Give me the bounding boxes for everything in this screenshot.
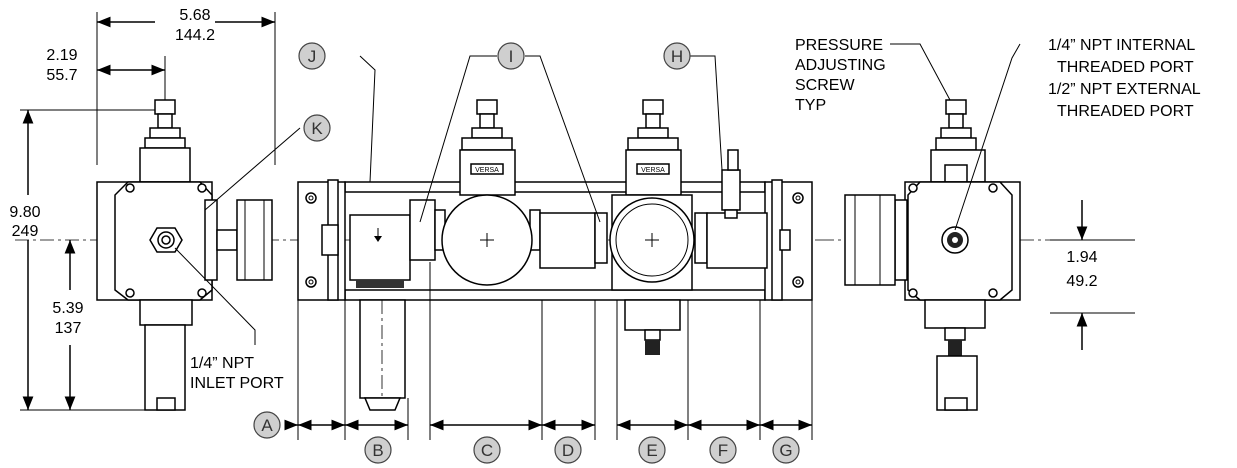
callout-b: B: [364, 436, 392, 464]
lower-height-in: 5.39: [52, 300, 83, 317]
svg-text:B: B: [372, 441, 383, 460]
overall-width-in: 5.68: [179, 7, 210, 24]
svg-text:A: A: [261, 416, 273, 435]
svg-text:G: G: [779, 441, 792, 460]
callout-e: E: [638, 436, 666, 464]
callout-d: D: [554, 436, 582, 464]
port-note-line1: 1/4” NPT INTERNAL: [1048, 37, 1195, 54]
adjusting-screw-line2: ADJUSTING: [795, 57, 886, 74]
lower-height-mm: 137: [55, 320, 82, 337]
callout-c: C: [473, 436, 501, 464]
front-view: VERSA VERSA: [284, 55, 820, 440]
port-height-mm: 49.2: [1066, 273, 1097, 290]
port-note-line3: 1/2” NPT EXTERNAL: [1048, 81, 1201, 98]
port-note-line4: THREADED PORT: [1057, 103, 1194, 120]
inlet-offset-in: 2.19: [46, 47, 77, 64]
svg-text:J: J: [308, 47, 317, 66]
brand-label-1: VERSA: [475, 167, 499, 174]
adjusting-screw-line4: TYP: [795, 97, 826, 114]
height-in: 9.80: [9, 204, 40, 221]
left-side-view: [15, 12, 301, 411]
right-side-view: [820, 43, 1135, 411]
callout-g: G: [772, 436, 800, 464]
port-height-in: 1.94: [1066, 249, 1097, 266]
inlet-port-note-line2: INLET PORT: [190, 375, 284, 392]
adjusting-screw-line1: PRESSURE: [795, 37, 883, 54]
svg-text:E: E: [646, 441, 657, 460]
overall-width-mm: 144.2: [175, 27, 215, 44]
svg-text:I: I: [509, 47, 514, 66]
inlet-offset-mm: 55.7: [46, 67, 77, 84]
svg-text:D: D: [562, 441, 574, 460]
svg-text:F: F: [718, 441, 728, 460]
inlet-port-note-line1: 1/4” NPT: [190, 355, 254, 372]
svg-text:K: K: [311, 119, 323, 138]
height-mm: 249: [12, 223, 39, 240]
adjusting-screw-line3: SCREW: [795, 77, 855, 94]
callout-f: F: [709, 436, 737, 464]
callout-j: J: [298, 42, 326, 70]
port-note-line2: THREADED PORT: [1057, 59, 1194, 76]
callout-i: I: [497, 42, 525, 70]
callout-k: K: [303, 114, 331, 142]
brand-label-2: VERSA: [641, 167, 665, 174]
callout-h: H: [663, 42, 691, 70]
callout-a: A: [253, 411, 281, 439]
svg-text:C: C: [481, 441, 493, 460]
svg-text:H: H: [671, 47, 683, 66]
